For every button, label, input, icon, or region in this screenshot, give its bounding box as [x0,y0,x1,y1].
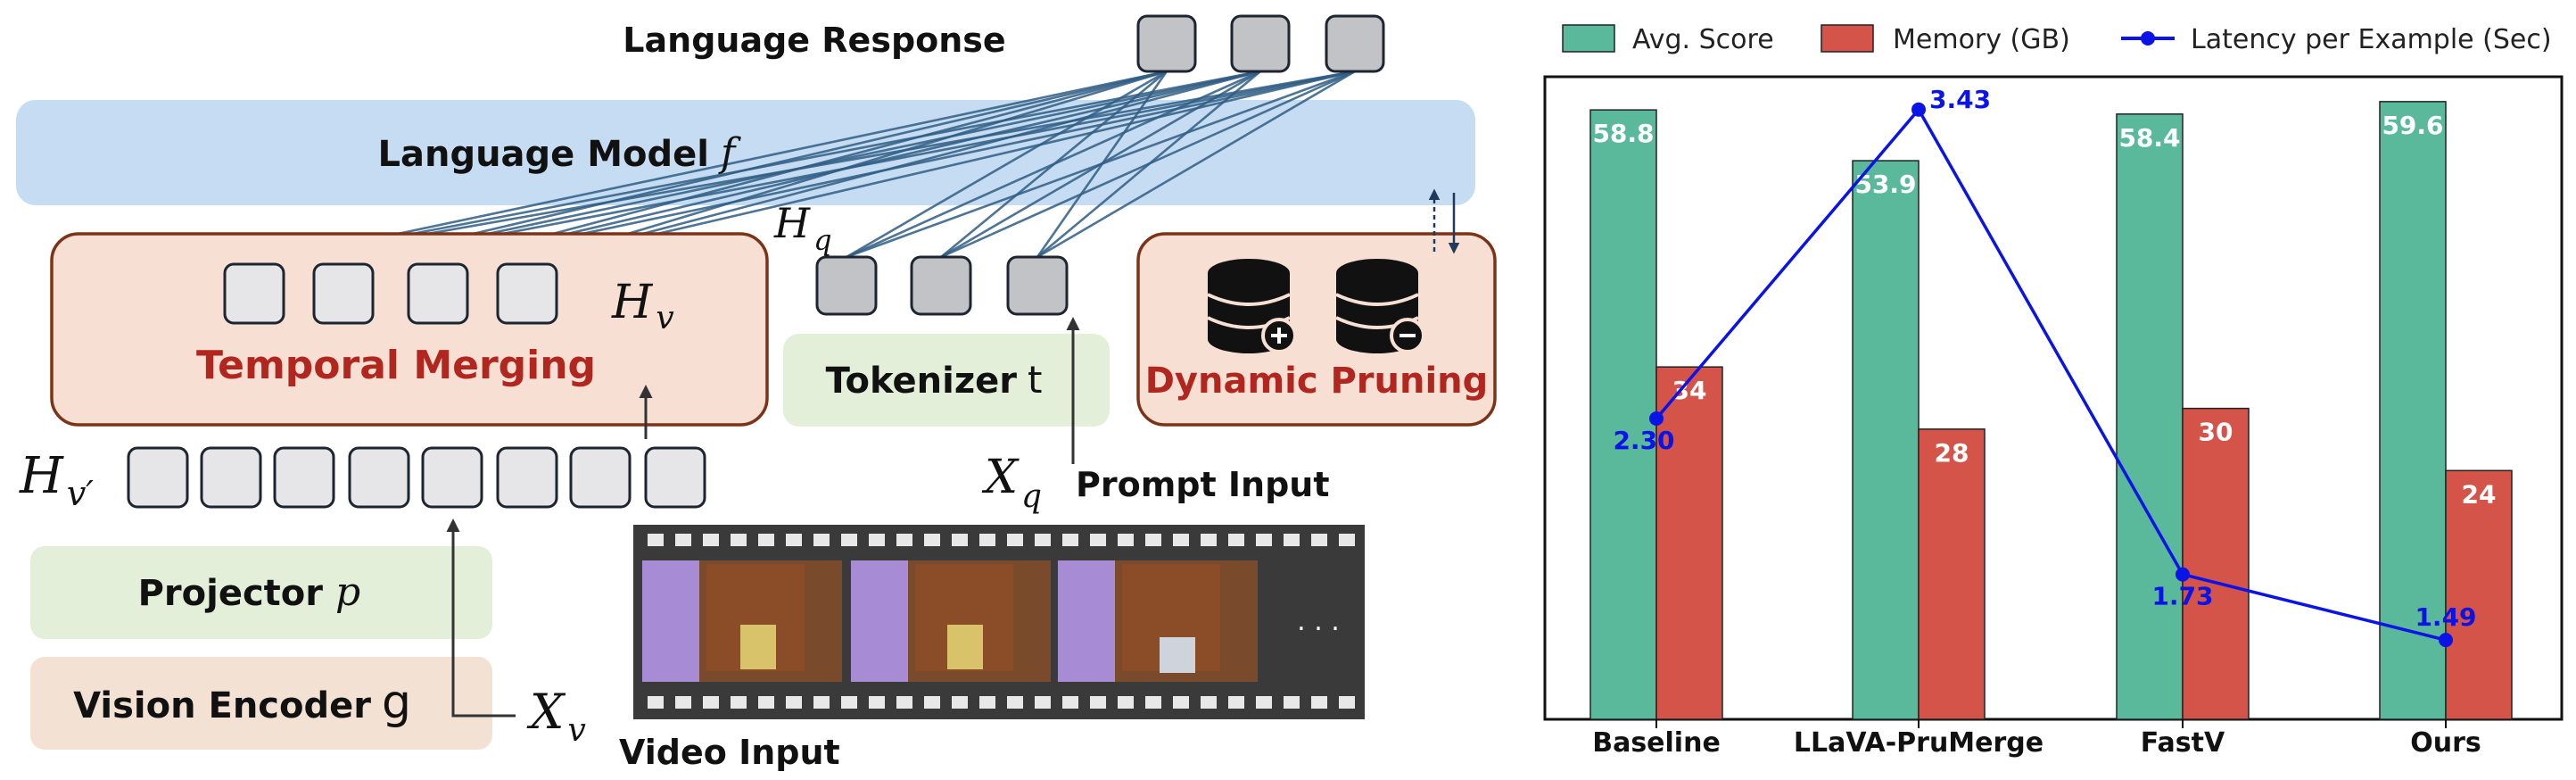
response-token [1230,14,1291,73]
latency-point [1649,411,1664,426]
merged-token [223,262,285,325]
visual-token [200,446,262,509]
projector-symbol: p [335,569,360,615]
vision-encoder-box [30,657,492,750]
response-token [1136,14,1197,73]
query-token [815,255,878,316]
response-token [1325,14,1385,73]
bar-memory-label: 24 [2462,479,2497,509]
latency-label: 3.43 [1929,85,1991,114]
bar-score-label: 58.4 [2118,123,2180,153]
comparison-chart: Avg. Score Memory (GB) Latency per Examp… [1543,24,2564,759]
token-connections [253,70,1356,266]
x-tick-label: LLaVA-PruMerge [1794,727,2043,759]
bar-score [2379,101,2447,720]
x-tick-label: Baseline [1592,727,1721,759]
query-token [1006,255,1069,316]
video-input-label: Video Input [619,733,840,772]
bar-memory [2445,469,2513,720]
latency-label: 1.49 [2415,602,2476,632]
projector-label: Projector [138,573,324,614]
bar-memory [2182,407,2250,720]
plot-frame [1543,75,2564,721]
tokenizer-symbol: t [1028,358,1042,402]
tokenizer-box [783,334,1110,427]
visual-token [644,446,706,509]
bar-score [1589,109,1657,720]
vision-encoder-symbol: g [382,676,411,729]
bar-memory-label: 30 [2199,418,2233,447]
bar-score-label: 58.8 [1592,119,1654,148]
x-tick-label: FastV [2141,727,2225,759]
visual-token-row [127,446,706,509]
merged-token [312,262,375,325]
bar-score [1852,160,1920,720]
language-response-label: Language Response [623,21,1005,60]
visual-token [421,446,483,509]
video-frame-1 [642,560,842,682]
latency-point [1911,102,1926,117]
visual-token [127,446,189,509]
bar-memory-label: 28 [1935,438,1969,468]
video-frame-3 [1058,560,1258,682]
bar-memory [1655,366,1723,720]
visual-token [273,446,335,509]
database-remove-icon [1335,259,1425,353]
visual-token [569,446,632,509]
prompt-input-label: Prompt Input [1076,465,1330,504]
encoder-arrow [446,519,516,718]
legend-label-memory: Memory (GB) [1893,24,2070,55]
dynamic-pruning-label: Dynamic Pruning [1145,361,1489,402]
language-model-box [16,100,1475,205]
language-model-label: Language Model [377,134,709,175]
database-add-icon [1207,259,1297,353]
legend-swatch-memory [1821,24,1874,53]
latency-line [1655,106,2447,642]
bar-score-label: 59.6 [2382,111,2443,140]
query-token [910,255,972,316]
visual-token [496,446,558,509]
chart-legend: Avg. Score Memory (GB) Latency per Examp… [1562,24,2552,55]
legend-label-score: Avg. Score [1632,24,1774,55]
vision-encoder-label: Vision Encoder [73,685,371,726]
legend-label-latency: Latency per Example (Sec) [2191,24,2552,55]
tokenizer-label: Tokenizer [826,361,1018,402]
latency-label: 1.73 [2151,582,2213,611]
latency-point [2176,567,2190,582]
bar-memory [1918,428,1986,720]
latency-label: 2.30 [1613,426,1674,455]
legend-swatch-score [1562,24,1615,53]
merged-token [407,262,469,325]
video-frame-2 [851,560,1051,682]
bar-score [2116,113,2184,720]
latency-point [2439,633,2453,648]
merged-token [496,262,558,325]
film-ellipsis: . . . [1297,606,1340,637]
x-tick-label: Ours [2410,727,2481,759]
video-film-strip: . . . [633,525,1365,719]
legend-marker-latency [2141,31,2155,46]
temporal-merging-label: Temporal Merging [196,343,596,388]
projector-box [30,546,492,639]
visual-token [348,446,410,509]
